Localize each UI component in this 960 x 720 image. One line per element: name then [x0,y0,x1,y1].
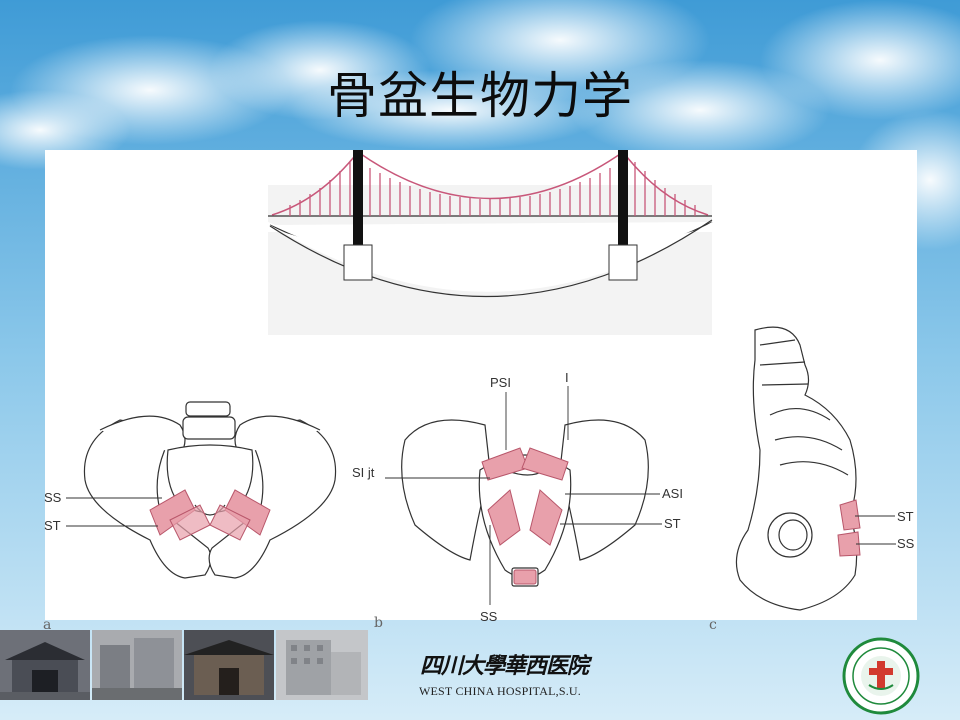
pelvis-b-ligaments [481,447,569,585]
bridge-hangers [289,162,696,216]
pelvis-posterior-view [401,419,649,587]
label-a-st: ST [44,518,61,533]
label-c-ss: SS [897,536,915,551]
label-b-st: ST [664,516,681,531]
label-b-asi: ASI [662,486,683,501]
pelvis-biomechanics-figure: SS ST a PSI I SI jt ASI ST SS b [43,150,915,633]
pelvis-a-leaders [66,497,162,527]
pelvis-c-ligaments [837,499,861,557]
label-b-ss: SS [480,609,498,624]
photo-buildings [92,630,182,700]
footer-photo-strip [0,630,370,700]
photo-hall [184,630,274,700]
panel-letter-a: a [43,617,51,633]
hospital-name-cn-text: 四川大學華西医院 [420,653,589,679]
pelvis-anterior-view [83,401,337,579]
photo-gate [0,630,90,700]
label-b-psi: PSI [490,375,511,390]
photo-tower [276,630,368,700]
suspension-bridge-illustration [268,150,713,335]
label-b-sijt: SI jt [352,465,375,480]
panel-letter-b: b [374,615,383,631]
pelvis-b-leaders [385,386,662,605]
pelvis-a-ligaments [149,489,271,541]
hospital-name-cn: 四川大學華西医院 [420,648,600,680]
pelvis-c-leaders [855,515,896,545]
label-c-st: ST [897,509,914,524]
slide-title: 骨盆生物力学 [327,67,633,125]
panel-letter-c: c [709,617,717,633]
pelvis-lateral-view [735,326,858,611]
label-a-ss: SS [44,490,62,505]
hospital-seal-icon [842,637,920,715]
label-b-i: I [565,370,569,385]
hospital-name-en: WEST CHINA HOSPITAL,S.U. [419,684,581,698]
